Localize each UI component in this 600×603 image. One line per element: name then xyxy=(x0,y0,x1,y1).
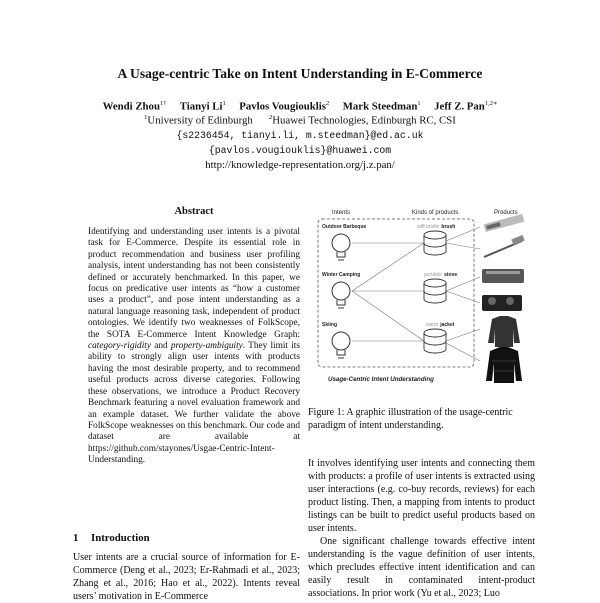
abstract-body: Identifying and understanding user inten… xyxy=(88,227,300,467)
lightbulb-icon xyxy=(331,331,351,359)
database-icon xyxy=(423,328,447,354)
affiliation-edinburgh: University of Edinburgh xyxy=(147,114,253,127)
right-paragraph-1: It involves identifying user intents and… xyxy=(308,458,535,534)
author-name: Pavlos Vougiouklis xyxy=(239,100,326,113)
lightbulb-icon xyxy=(331,281,351,309)
intent-label: Winter Camping xyxy=(322,272,360,278)
abstract-text: Identifying and understanding user inten… xyxy=(88,227,300,340)
stove-icon xyxy=(482,269,524,283)
figure-caption: Figure 1: A graphic illustration of the … xyxy=(308,407,513,431)
abstract-text: and xyxy=(151,341,171,352)
kind-prefix: warm xyxy=(426,322,438,328)
paper-title: A Usage-centric Take on Intent Understan… xyxy=(117,66,483,81)
lightbulb-icon xyxy=(331,233,351,261)
database-icon xyxy=(423,230,447,256)
affiliations: 1University of Edinburgh 2Huawei Technol… xyxy=(0,114,600,127)
author-mark: 1,2∗ xyxy=(484,100,498,107)
kind-prefix: stiff bristle xyxy=(417,224,440,230)
author-list: Wendi Zhou1† Tianyi Li1 Pavlos Vougioukl… xyxy=(0,99,600,113)
intent-label: Skiing xyxy=(322,322,337,328)
affiliation-mark: 1 xyxy=(144,114,148,121)
author-name: Mark Steedman xyxy=(342,100,418,113)
author-name: Wendi Zhou xyxy=(102,100,160,113)
homepage-link[interactable]: http://knowledge-representation.org/j.z.… xyxy=(205,159,395,171)
author-mark: 1 xyxy=(417,100,421,107)
database-icon xyxy=(423,278,447,304)
section-title: Introduction xyxy=(91,532,150,544)
brush-icon xyxy=(483,213,525,233)
kind-prefix: portable xyxy=(424,272,442,278)
figure-col-intents: Intents xyxy=(332,210,350,216)
puffer-jacket-icon xyxy=(486,347,522,383)
email-line-2: {pavlos.vougiouklis}@huawei.com xyxy=(208,145,392,156)
affiliation-mark: 2 xyxy=(268,114,273,121)
introduction-text: User intents are a crucial source of inf… xyxy=(73,552,300,602)
affiliation-huawei: Huawei Technologies, Edinburgh RC, CSI xyxy=(272,114,456,127)
author-mark: 1† xyxy=(159,100,167,107)
kind-name: jacket xyxy=(439,322,455,328)
abstract-emphasis: category-rigidity xyxy=(88,341,151,352)
camping-stove-icon xyxy=(482,295,522,311)
kind-name: brush xyxy=(441,224,455,230)
right-paragraph-2: One significant challenge towards effect… xyxy=(308,536,535,599)
section-number: 1 xyxy=(73,532,79,544)
kind-product-links xyxy=(445,226,481,362)
figure-col-kinds: Kinds of products xyxy=(412,210,458,216)
kind-name: stove xyxy=(444,272,457,278)
abstract-heading: Abstract xyxy=(174,206,214,217)
abstract-text: . They limit its ability to strongly ali… xyxy=(88,341,300,466)
author-name: Tianyi Li xyxy=(179,100,223,113)
figure-inner-label: Usage-Centric Intent Understanding xyxy=(328,376,434,383)
author-mark: 2 xyxy=(325,100,330,107)
author-name: Jeff Z. Pan xyxy=(434,100,485,113)
intent-label: Outdoor Barbeque xyxy=(322,224,366,230)
author-mark: 1 xyxy=(222,100,226,107)
abstract-emphasis: property-ambiguity xyxy=(170,341,243,352)
figure-dashed-frame xyxy=(317,218,475,368)
intent-kind-links xyxy=(351,242,425,342)
grill-brush-icon xyxy=(483,234,525,258)
figure-col-products: Products xyxy=(494,210,518,216)
email-line-1: {s2236454, tianyi.li, m.steedman}@ed.ac.… xyxy=(176,130,424,141)
section-heading-introduction: 1 Introduction xyxy=(73,532,150,544)
figure-usage-centric-diagram: Intents Kinds of products Products Outdo… xyxy=(317,210,525,383)
jacket-icon xyxy=(488,316,520,347)
